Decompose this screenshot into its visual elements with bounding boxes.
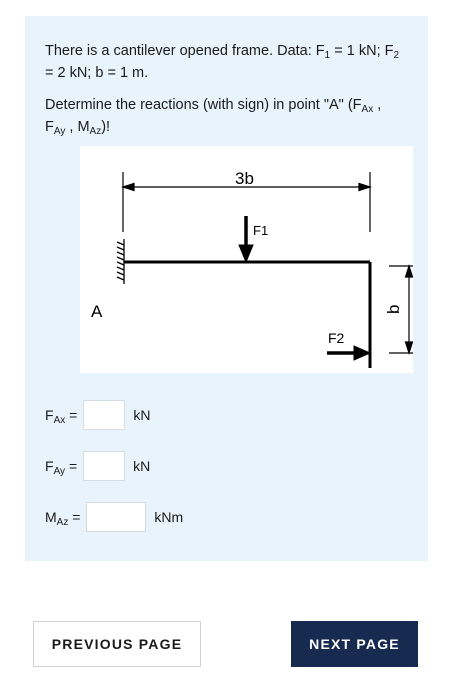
fixed-support-hatch [116,239,125,284]
fax-input[interactable] [83,400,126,430]
fay-label: FAy = [45,458,78,477]
question-card: There is a cantilever opened frame. Data… [25,16,428,561]
maz-unit: kNm [154,509,184,525]
dimension-b [389,264,413,355]
fax-unit: kN [133,407,151,423]
force-f2-arrow [327,345,372,361]
support-a-label: A [91,302,103,321]
answer-row-fax: FAx = kN [45,398,150,432]
force-f2-label: F2 [328,330,345,346]
frame-diagram: 3b A [80,146,413,373]
maz-input[interactable] [86,502,147,532]
answer-row-fay: FAy = kN [45,449,150,483]
frame-beam [124,260,372,368]
fax-label: FAx = [45,407,78,426]
force-f1-label: F1 [253,223,268,238]
force-f1-arrow [238,216,254,264]
previous-page-button[interactable]: PREVIOUS PAGE [33,621,201,667]
problem-statement: There is a cantilever opened frame. Data… [45,43,400,81]
fay-unit: kN [133,458,151,474]
next-page-button[interactable]: NEXT PAGE [291,621,418,667]
maz-label: MAz = [45,509,81,528]
dimension-3b-label: 3b [235,169,254,188]
dimension-b-label: b [384,305,403,314]
fay-input[interactable] [83,451,126,481]
answer-row-maz: MAz = kNm [45,500,183,534]
problem-task: Determine the reactions (with sign) in p… [45,97,382,137]
dimension-3b [121,172,372,232]
